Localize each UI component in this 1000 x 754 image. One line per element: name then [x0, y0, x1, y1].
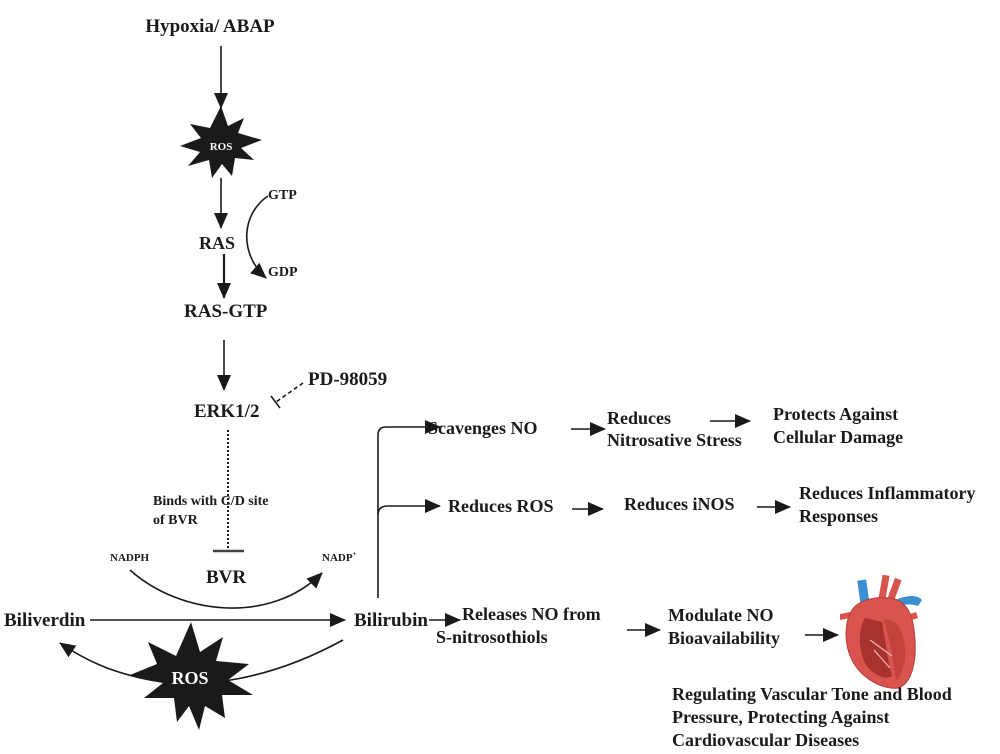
binds-label-line1: Binds with C/D site: [153, 494, 269, 509]
bvr-label: BVR: [206, 567, 246, 588]
reduces-ros-label: Reduces ROS: [448, 496, 554, 516]
gdp-label: GDP: [268, 265, 298, 280]
gtp-label: GTP: [268, 188, 297, 203]
modulate-line1: Modulate NO: [668, 605, 774, 625]
ros-burst-icon: ROS: [180, 106, 262, 178]
biliverdin-label: Biliverdin: [4, 610, 86, 631]
ros-bottom-label: ROS: [171, 668, 208, 688]
ros-top-label: ROS: [210, 141, 233, 153]
reduces-nitrosative-line2: Nitrosative Stress: [607, 430, 742, 450]
arrow-bilirubin-to-scavenges: [377, 420, 441, 598]
inhibit-line-pd-to-erk: [275, 382, 304, 403]
inflammatory-line1: Reduces Inflammatory: [799, 483, 975, 503]
binds-label-line2: of BVR: [153, 513, 199, 528]
protects-line1: Protects Against: [773, 404, 898, 424]
scavenges-no-label: Scavenges NO: [428, 418, 538, 438]
arrow-bilirubin-to-reduces-ros: [377, 499, 441, 516]
inhibit-bar-erk: [270, 395, 281, 409]
bilirubin-label: Bilirubin: [354, 610, 428, 631]
reduces-inos-label: Reduces iNOS: [624, 494, 735, 514]
hypoxia-abap-label: Hypoxia/ ABAP: [145, 16, 275, 37]
nadph-label: NADPH: [110, 552, 150, 564]
arrow-gtp-to-gdp: [246, 195, 269, 279]
reduces-nitrosative-line1: Reduces: [607, 408, 671, 428]
ras-gtp-label: RAS-GTP: [184, 301, 268, 322]
protects-line2: Cellular Damage: [773, 427, 903, 447]
nadp-label: NADP+: [322, 550, 357, 564]
ros-burst-bottom-icon: ROS: [130, 622, 253, 730]
ras-label: RAS: [199, 233, 235, 253]
arrow-nadph-to-nadp: [129, 569, 323, 609]
modulate-line2: Bioavailability: [668, 628, 780, 648]
releases-line2: S-nitrosothiols: [436, 627, 548, 647]
heart-icon: [840, 574, 922, 689]
inflammatory-line2: Responses: [799, 506, 878, 526]
outcome-line3: Cardiovascular Diseases: [672, 730, 859, 750]
pd98059-label: PD-98059: [308, 369, 387, 390]
outcome-line2: Pressure, Protecting Against: [672, 707, 889, 727]
outcome-line1: Regulating Vascular Tone and Blood: [672, 684, 952, 704]
erk-label: ERK1/2: [194, 401, 259, 422]
releases-line1: Releases NO from: [462, 604, 601, 624]
